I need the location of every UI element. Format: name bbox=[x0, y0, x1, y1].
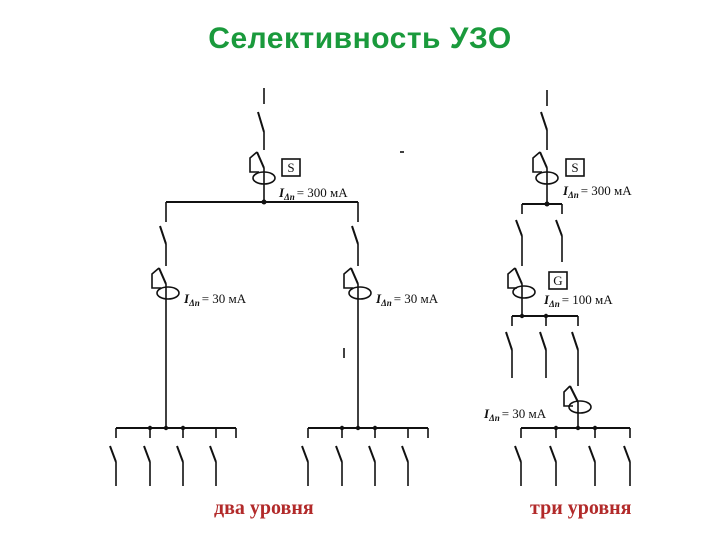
right-mid-rcd: G IΔn= 100 мА bbox=[507, 267, 613, 316]
right-low-rating: IΔn= 30 мА bbox=[483, 406, 547, 423]
left-main-switch bbox=[257, 88, 265, 150]
left-group-a-breakers bbox=[109, 445, 217, 486]
left-group-a-bus bbox=[115, 425, 237, 438]
left-branch-a: IΔn= 30 мА bbox=[151, 202, 247, 428]
diagram-title: Селективность УЗО bbox=[208, 22, 512, 55]
caption-three-levels: три уровня bbox=[530, 497, 632, 519]
right-mid-type-box bbox=[548, 271, 568, 290]
right-main-type-letter: S bbox=[571, 160, 578, 175]
left-branch-b-rating: IΔn= 30 мА bbox=[375, 291, 439, 308]
left-main-type-box bbox=[281, 158, 301, 177]
right-main-rating: IΔn= 300 мА bbox=[562, 183, 632, 200]
right-low-rcd: IΔn= 30 мА bbox=[483, 385, 592, 428]
left-group-b-breakers bbox=[301, 445, 409, 486]
left-branch-b: IΔn= 30 мА bbox=[343, 202, 439, 428]
right-scheme: S IΔn= 300 мА G IΔn= 100 мА bbox=[483, 90, 632, 486]
left-main-rating: IΔn= 300 мА bbox=[278, 185, 348, 202]
right-upper-breakers bbox=[515, 204, 563, 266]
left-main-rcd: S IΔn= 300 мА bbox=[249, 151, 348, 202]
left-main-type-letter: S bbox=[287, 160, 294, 175]
right-main-rcd: S IΔn= 300 мА bbox=[532, 151, 632, 204]
right-mid-rating: IΔn= 100 мА bbox=[543, 292, 613, 309]
left-scheme: S IΔn= 300 мА IΔn= 30 мА IΔn= 30 мА bbox=[109, 88, 439, 486]
right-main-switch bbox=[540, 90, 548, 150]
caption-two-levels: два уровня bbox=[214, 497, 314, 519]
right-main-type-box bbox=[565, 158, 585, 177]
right-low-breakers bbox=[514, 445, 631, 486]
right-mid-type-letter: G bbox=[553, 273, 562, 288]
right-low-bus bbox=[520, 425, 631, 438]
left-branch-a-rating: IΔn= 30 мА bbox=[183, 291, 247, 308]
right-mid-breakers bbox=[505, 316, 579, 386]
left-group-b-bus bbox=[307, 425, 429, 438]
